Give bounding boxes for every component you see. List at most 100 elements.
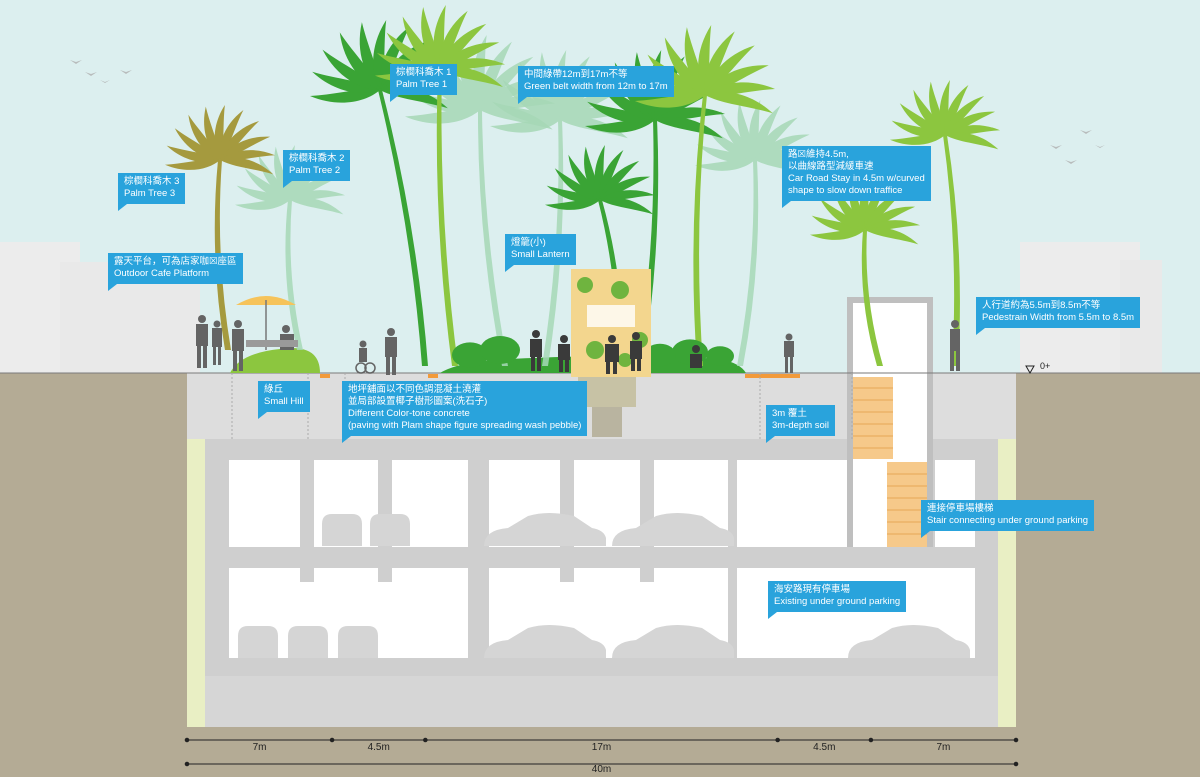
callout-tail [390, 95, 399, 102]
palm-trunk [436, 70, 458, 366]
dimension-label-total: 40m [591, 764, 612, 775]
callout-tail [766, 436, 775, 443]
dimension-tick [1013, 761, 1019, 767]
callout-tail [921, 531, 930, 538]
label-pedestrian-en: Pedestrain Width from 5.5m to 8.5m [982, 312, 1135, 323]
label-palm-tree-1-zh: 棕櫚科喬木 1 [396, 67, 452, 78]
label-car-road-en2: shape to slow down traffice [788, 185, 903, 196]
label-paving: 地坪舖面以不同色調混凝土澆灌 並局部設置椰子樹形圖案(洗石子) Differen… [342, 381, 588, 443]
palm-tree [889, 80, 1001, 366]
palm-frond [290, 197, 344, 215]
label-small-hill: 綠丘 Small Hill [258, 381, 310, 419]
palm-frond [587, 101, 655, 123]
label-palm-tree-3-zh: 棕櫚科喬木 3 [124, 176, 180, 187]
stair-steps [853, 387, 927, 535]
label-green-belt-en: Green belt width from 12m to 17m [524, 81, 668, 92]
label-stair-zh: 連接停車場樓梯 [927, 503, 994, 514]
callout-tail [782, 201, 791, 208]
label-small-lantern-zh: 燈籠(小) [511, 237, 546, 248]
shrub [480, 336, 520, 364]
palm-trunk [285, 200, 303, 350]
dimension-label-3: 4.5m [813, 742, 836, 753]
dimension-tick [1013, 737, 1019, 743]
palm-trunk [861, 230, 883, 366]
callout-tail [118, 204, 127, 211]
palm-trees [164, 5, 1001, 368]
palm-trunk [943, 135, 960, 366]
label-parking-zh: 海安路現有停車場 [774, 584, 851, 595]
dimension-label-1: 4.5m [367, 742, 390, 753]
palm-frond [600, 197, 654, 215]
planter-box [578, 377, 636, 407]
label-green-belt: 中間綠帶12m到17m不等 Green belt width from 12m … [518, 66, 674, 104]
label-paving-en2: (paving with Plam shape figure spreading… [348, 420, 582, 431]
children-playing [530, 330, 702, 374]
planter-pipe [592, 407, 622, 437]
palm-frond [166, 145, 220, 163]
shrub [706, 346, 734, 366]
soil-left [0, 373, 198, 777]
callout-tail [518, 97, 527, 104]
wall-left [187, 395, 205, 727]
palm-frond [865, 227, 919, 245]
label-cafe-platform-en: Outdoor Cafe Platform [114, 268, 210, 279]
label-soil-depth: 3m 覆土 3m-depth soil [766, 405, 836, 443]
callout-tail [768, 612, 777, 619]
upper-parking-level [229, 460, 975, 658]
palm-frond [655, 117, 723, 139]
road-markings [320, 374, 800, 378]
palm-tree [164, 105, 276, 350]
label-palm-tree-3: 棕櫚科喬木 3 Palm Tree 3 [118, 173, 186, 211]
palm-tree [374, 5, 506, 366]
palm-frond [546, 185, 600, 203]
palm-frond [220, 157, 274, 175]
shrub [644, 343, 676, 367]
palm-trunk [737, 160, 759, 366]
ground-level-marker [1025, 365, 1035, 375]
shrub [452, 342, 488, 368]
label-palm-tree-3-en: Palm Tree 3 [124, 188, 176, 199]
dimension-tick [775, 737, 780, 743]
callout-tail [108, 284, 117, 291]
people [196, 315, 960, 375]
label-parking: 海安路現有停車場 Existing under ground parking [768, 581, 907, 619]
label-small-hill-zh: 綠丘 [264, 384, 284, 395]
palm-frond [312, 71, 380, 93]
label-palm-tree-2: 棕櫚科喬木 2 Palm Tree 2 [283, 150, 351, 188]
wall-right [998, 395, 1016, 727]
label-paving-zh2: 並局部設置椰子樹形圖案(洗石子) [348, 396, 488, 407]
label-pedestrian-zh: 人行道約為5.5m到8.5m不等 [982, 300, 1101, 311]
label-cafe-platform-zh: 露天平台，可為店家咖☒座區 [114, 256, 237, 267]
label-small-lantern: 燈籠(小) Small Lantern [505, 234, 576, 272]
label-pedestrian: 人行道約為5.5m到8.5m不等 Pedestrain Width from 5… [976, 297, 1141, 335]
callout-tail [258, 412, 267, 419]
base-slab [205, 676, 998, 727]
label-car-road-en: Car Road Stay in 4.5m w/curved [788, 173, 925, 184]
palm-frond [696, 144, 755, 163]
label-car-road: 路☒維持4.5m, 以曲線路型減緩車速 Car Road Stay in 4.5… [782, 146, 931, 208]
dimension-label-2: 17m [591, 742, 612, 753]
label-small-hill-en: Small Hill [264, 396, 304, 407]
ground-level-text: 0+ [1040, 361, 1050, 371]
lantern-foliage [577, 277, 648, 367]
palm-trunk [214, 160, 231, 350]
label-car-road-zh2: 以曲線路型減緩車速 [788, 161, 874, 172]
dimension-label-0: 7m [252, 742, 267, 753]
dimension-tick [868, 737, 874, 743]
palm-frond [891, 120, 945, 138]
label-soil-depth-zh: 3m 覆土 [772, 408, 807, 419]
soil-right [1015, 373, 1200, 777]
label-stair: 連接停車場樓梯 Stair connecting under ground pa… [921, 500, 1095, 538]
palm-frond [236, 185, 290, 203]
label-car-road-zh: 路☒維持4.5m, [788, 149, 849, 160]
label-palm-tree-1: 棕櫚科喬木 1 Palm Tree 1 [390, 64, 458, 102]
callout-tail [976, 328, 985, 335]
dimension-tick [184, 761, 190, 767]
label-palm-tree-2-zh: 棕櫚科喬木 2 [289, 153, 345, 164]
label-parking-en: Existing under ground parking [774, 596, 901, 607]
parking-floor [205, 658, 998, 676]
callout-tail [505, 265, 514, 272]
stair-flight-lower [887, 462, 927, 547]
palm-trunk [378, 90, 428, 366]
